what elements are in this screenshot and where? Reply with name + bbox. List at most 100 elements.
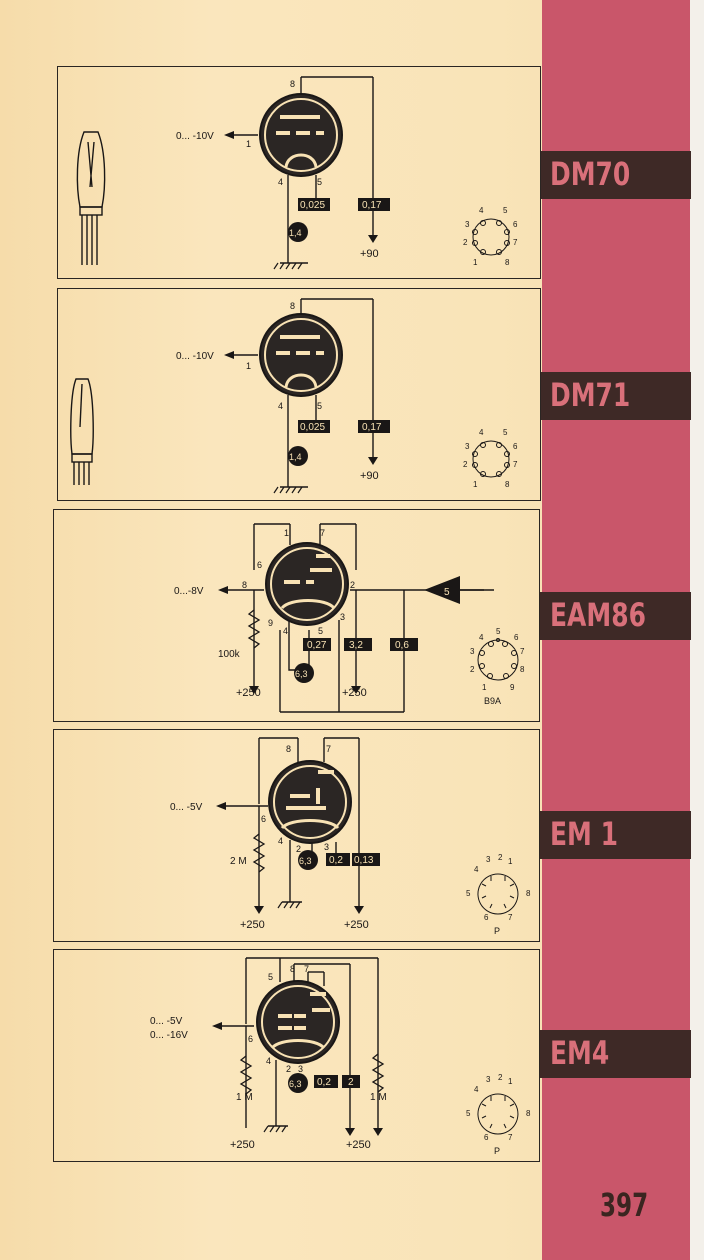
schematic-mark xyxy=(316,351,324,355)
schematic-mark xyxy=(294,1014,306,1018)
schematic-mark xyxy=(218,957,379,1128)
schematic-mark xyxy=(230,76,374,264)
schematic-mark xyxy=(511,650,517,656)
schematic-mark xyxy=(224,131,234,139)
schematic-mark xyxy=(79,383,83,428)
schematic-label: 9 xyxy=(510,683,515,692)
schematic-mark xyxy=(283,901,289,909)
schematic-mark xyxy=(284,153,318,168)
tab-eam86[interactable]: EAM86 xyxy=(540,592,691,640)
schematic-mark xyxy=(344,638,372,651)
schematic-mark xyxy=(316,131,324,135)
schematic-mark xyxy=(280,115,320,119)
tab-em4[interactable]: EM4 xyxy=(540,1030,691,1078)
tab-label-dm71: DM71 xyxy=(550,376,631,414)
schematic-mark xyxy=(224,523,494,713)
schematic-label: 3 xyxy=(486,1075,491,1084)
schematic-label: 9 xyxy=(268,618,273,628)
schematic-label: 8 xyxy=(290,964,295,974)
schematic-label: 7 xyxy=(320,528,325,538)
schematic-label: 7 xyxy=(304,964,309,974)
schematic-label: 6 xyxy=(484,1133,489,1142)
tab-em1[interactable]: EM 1 xyxy=(540,811,691,859)
schematic-mark xyxy=(71,453,93,463)
amplifier-icon xyxy=(424,576,460,604)
heater-voltage: 6,3 xyxy=(289,1079,302,1089)
tab-label-dm70: DM70 xyxy=(550,155,631,193)
schematic-em1: 0... -5V 8 7 6 4 2 3 2 M 6,3 0,2 0,13 +2… xyxy=(170,737,531,936)
pin-label: 4 xyxy=(278,177,283,187)
value-box xyxy=(298,198,330,211)
schematic-label: 5 xyxy=(318,626,323,636)
value-box xyxy=(358,420,390,433)
input-label: 0... -10V xyxy=(176,131,214,142)
supply-left: +250 xyxy=(240,919,265,931)
schematic-mark xyxy=(273,486,279,494)
schematic-mark xyxy=(504,451,510,457)
schematic-mark xyxy=(496,220,502,226)
socket-diagram xyxy=(477,873,519,915)
schematic-mark xyxy=(479,663,485,669)
schematic-mark xyxy=(270,1039,326,1050)
schematic-mark xyxy=(316,788,320,804)
pin-label: 5 xyxy=(317,401,322,411)
schematic-mark xyxy=(316,554,330,558)
schematic-mark xyxy=(222,737,360,906)
schematic-label: 1 xyxy=(482,683,487,692)
anode-current: 0,17 xyxy=(362,422,382,433)
schematic-mark xyxy=(269,1125,275,1133)
heater-current: 0,025 xyxy=(300,200,325,211)
schematic-eam86: 5 0...-8V 1 7 6 8 2 3 9 4 5 100k 0,27 3,… xyxy=(174,523,525,713)
heater-current: 0,025 xyxy=(300,422,325,433)
schematic-mark xyxy=(291,486,297,494)
schematic-mark xyxy=(479,650,485,656)
panel-dm71: 0... -10V 1 8 4 5 0,025 0,17 1,4 +90 1 2… xyxy=(57,288,541,501)
schematic-mark xyxy=(481,876,515,909)
schematic-mark xyxy=(314,1075,338,1088)
schematic-mark xyxy=(279,262,285,270)
schematic-mark xyxy=(263,1125,287,1133)
schematic-label: 1 xyxy=(508,857,513,866)
socket-type: P xyxy=(494,1146,500,1156)
resistor-icon xyxy=(239,1055,253,1095)
schematic-mark xyxy=(303,638,331,651)
current-a: 0,2 xyxy=(329,855,343,866)
schematic-mark xyxy=(87,141,95,188)
schematic-mark xyxy=(472,240,478,246)
schematic-label: 3 xyxy=(470,647,475,656)
schematic-label: 4 xyxy=(479,428,484,437)
schematic-mark xyxy=(273,486,303,494)
schematic-label: 8 xyxy=(242,580,247,590)
schematic-mark xyxy=(472,218,510,256)
schematic-mark xyxy=(496,249,502,255)
schematic-mark xyxy=(294,1026,306,1030)
schematic-mark xyxy=(352,853,380,866)
schematic-label: 4 xyxy=(479,633,484,642)
schematic-mark xyxy=(285,486,291,494)
schematic-mark xyxy=(261,985,335,1059)
schematic-label: 5 xyxy=(503,428,508,437)
schematic-mark xyxy=(477,873,519,915)
schematic-mark xyxy=(285,262,291,270)
schematic-mark xyxy=(297,262,303,270)
schematic-label: 6 xyxy=(261,814,266,824)
schematic-mark xyxy=(472,451,478,457)
schematic-mark xyxy=(373,1128,383,1136)
heater-voltage: 6,3 xyxy=(299,856,312,866)
heater-voltage: 6,3 xyxy=(295,669,308,679)
schematic-label: 2 xyxy=(463,238,468,247)
schematic-mark xyxy=(480,249,486,255)
heater-current: 0,27 xyxy=(307,640,327,651)
tab-dm71[interactable]: DM71 xyxy=(540,372,691,420)
schematic-label: 4 xyxy=(278,836,283,846)
schematic-label: 6 xyxy=(257,560,262,570)
schematic-mark xyxy=(503,673,509,679)
tab-dm70[interactable]: DM70 xyxy=(540,151,691,199)
heater-voltage: 1,4 xyxy=(289,228,302,238)
schematic-mark xyxy=(472,440,510,478)
schematic-label: 5 xyxy=(496,627,501,636)
schematic-label: 2 xyxy=(463,460,468,469)
schematic-mark xyxy=(249,686,259,694)
current-a: 3,2 xyxy=(349,640,363,651)
schematic-mark xyxy=(354,906,364,914)
